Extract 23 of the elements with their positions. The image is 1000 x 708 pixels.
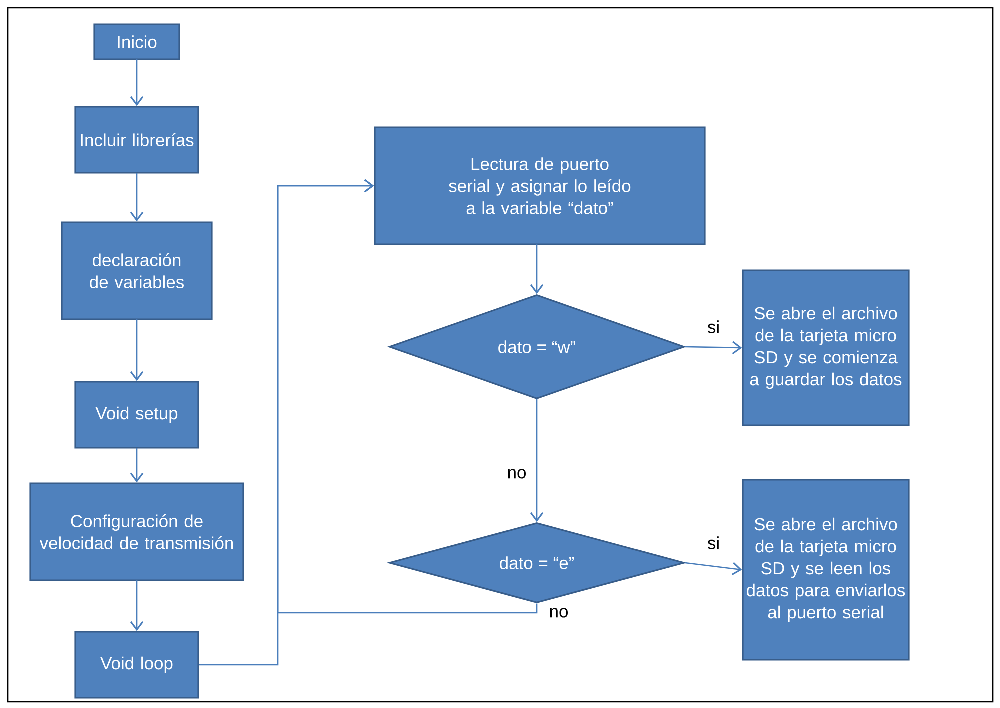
- process-box: declaración de variables: [61, 222, 213, 320]
- process-box: Se abre el archivo de la tarjeta micro SD y se leen los datos para enviarlos al puerto serial: [742, 479, 910, 661]
- edge-label: no: [506, 468, 528, 480]
- process-box: Lectura de puerto serial y asignar lo leído a la variable “dato”: [374, 126, 706, 246]
- arrow: [130, 448, 144, 483]
- edge-label: si: [706, 535, 722, 551]
- process-box: Inicio: [94, 24, 180, 60]
- arrow: [685, 341, 742, 354]
- arrow: [530, 244, 544, 294]
- arrow: [130, 580, 144, 632]
- process-box: Se abre el archivo de la tarjeta micro SD y se comienza a guardar los datos: [742, 270, 910, 426]
- arrow: [130, 320, 144, 382]
- process-box: Void setup: [74, 381, 200, 449]
- edge-label: no: [548, 606, 570, 620]
- arrow: [130, 173, 144, 222]
- arrow: [530, 399, 544, 522]
- process-box: Configuración de velocidad de transmisión: [30, 482, 244, 582]
- arrow: [685, 562, 742, 576]
- arrow: [130, 60, 144, 106]
- process-box: Void loop: [74, 631, 200, 699]
- process-box: Incluir librerías: [74, 106, 200, 174]
- edge-label: si: [706, 319, 722, 335]
- arrow: [277, 179, 538, 614]
